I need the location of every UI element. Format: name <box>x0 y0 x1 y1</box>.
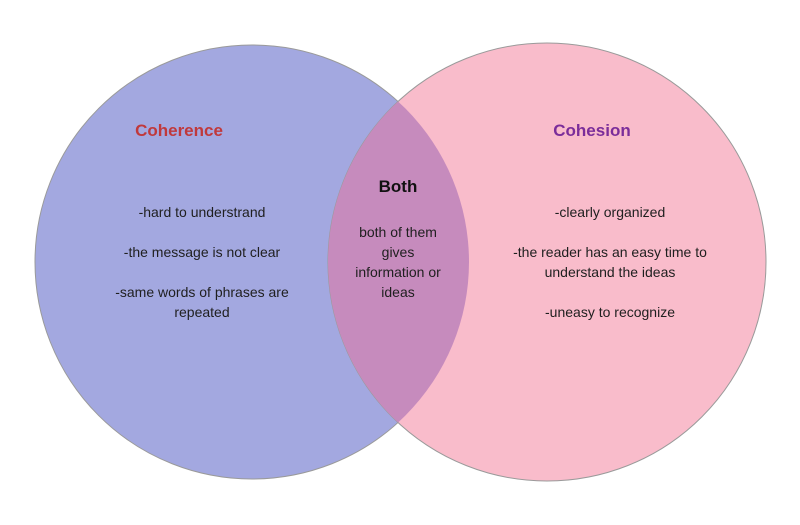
list-item: -hard to understrand <box>138 204 266 220</box>
list-item: -clearly organized <box>554 204 666 220</box>
both-title: Both <box>378 177 418 196</box>
list-item: -the message is not clear <box>123 244 281 260</box>
coherence-items: -hard to understrand -the message is not… <box>82 202 322 342</box>
overlap-region <box>328 45 469 479</box>
coherence-title: Coherence <box>135 121 223 140</box>
cohesion-items: -clearly organized -the reader has an ea… <box>475 202 745 342</box>
list-item: -same words of phrases are repeated <box>115 284 289 320</box>
both-text: both of them gives information or ideas <box>355 224 441 300</box>
list-item: -the reader has an easy time to understa… <box>513 244 707 280</box>
list-item: -uneasy to recognize <box>545 304 675 320</box>
cohesion-title: Cohesion <box>553 121 631 140</box>
